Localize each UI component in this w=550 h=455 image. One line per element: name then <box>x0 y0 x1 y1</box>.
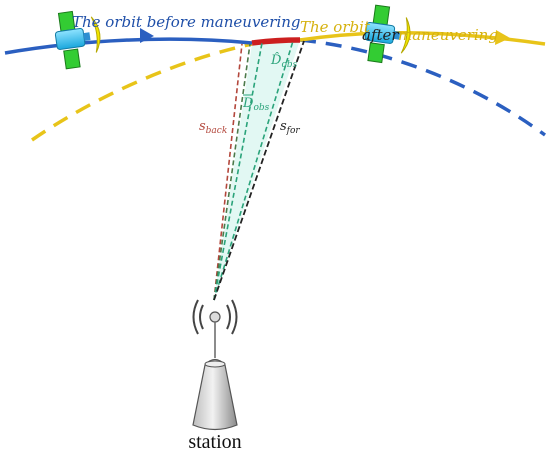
s-back-label: sback <box>199 119 227 136</box>
satellite-icon <box>54 10 101 70</box>
signal-waves-icon <box>192 299 238 335</box>
orbit-before-label: The orbit before maneuvering <box>72 13 301 31</box>
observed-arc <box>251 37 301 46</box>
s-back-line-inner <box>213 43 251 301</box>
d-obs-hat-label: D̂obs <box>270 52 298 70</box>
orbit-after-dashed <box>31 42 253 142</box>
antenna-tower-icon <box>192 311 238 431</box>
d-obs-label: Dobs <box>242 96 270 113</box>
orbit-before-arrow <box>140 28 154 43</box>
d-obs-line-right <box>213 40 294 301</box>
d-obs-line-left <box>213 42 263 301</box>
s-for-label: sfor <box>280 119 300 136</box>
satellite-icon <box>364 4 411 64</box>
station-label: station <box>188 431 241 453</box>
orbit-before-dashed <box>299 38 547 137</box>
s-back-line-outer <box>213 43 243 301</box>
orbit-after-label-3: maneuvering <box>398 26 498 44</box>
orbit-after-arrow <box>495 30 510 45</box>
orbit-before-solid <box>4 37 253 55</box>
s-for-line <box>213 40 305 301</box>
orbit-after-solid <box>299 31 546 46</box>
orbit-after-label-2: after <box>362 26 399 44</box>
orbit-after-label-1: The orbit <box>300 18 371 36</box>
observation-fan <box>214 40 300 300</box>
